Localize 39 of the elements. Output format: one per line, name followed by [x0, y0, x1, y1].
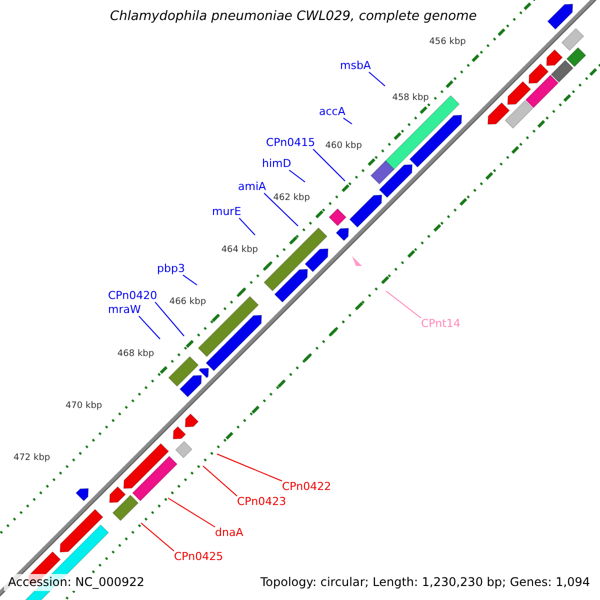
tick-label: 462 kbp: [273, 194, 310, 204]
gene-label: CPn0420: [108, 290, 158, 302]
gene-label: CPn0422: [282, 481, 332, 494]
gene-label: murE: [212, 206, 242, 218]
tick-label: 472 kbp: [13, 454, 50, 464]
tick-label: 464 kbp: [221, 246, 258, 256]
leader-line: [216, 454, 282, 482]
gene-label: CPn0423: [237, 496, 286, 508]
leader-line: [182, 274, 198, 286]
leader-line: [238, 218, 256, 236]
leader-line: [138, 316, 160, 340]
title: Chlamydophila pneumoniae CWL029, complete genome: [110, 10, 477, 24]
gene-label: CPn0415: [266, 137, 316, 150]
gene-label: amiA: [238, 181, 266, 194]
gene-label: CPnt14: [421, 318, 460, 330]
leader-line: [342, 118, 352, 124]
gene-label: pbp3: [157, 263, 185, 276]
tick-label: 466 kbp: [169, 298, 206, 308]
tick-label: 458 kbp: [392, 94, 429, 104]
gene-label: msbA: [340, 60, 371, 72]
gene-label: dnaA: [215, 527, 244, 540]
topology-text: Topology: circular; Length: 1,230,230 bp; Genes: 1,094: [260, 576, 590, 590]
gene-label: CPn0425: [174, 551, 224, 564]
leader-line: [368, 72, 386, 86]
tick-label: 468 kbp: [117, 350, 154, 360]
leader-line: [386, 290, 422, 318]
gene-label: himD: [262, 158, 292, 170]
gene-label: accA: [319, 106, 346, 118]
leader-line: [168, 498, 216, 528]
gene-label: mraW: [108, 304, 141, 316]
leader-line: [264, 192, 298, 226]
tick-label: 470 kbp: [65, 402, 102, 412]
tick-label: 460 kbp: [325, 142, 362, 152]
leader-line: [288, 170, 306, 182]
tick-label: 456 kbp: [429, 38, 466, 48]
leader-line: [312, 148, 346, 182]
leader-line: [202, 466, 238, 496]
leader-line: [154, 302, 184, 336]
leader-line: [140, 522, 174, 552]
